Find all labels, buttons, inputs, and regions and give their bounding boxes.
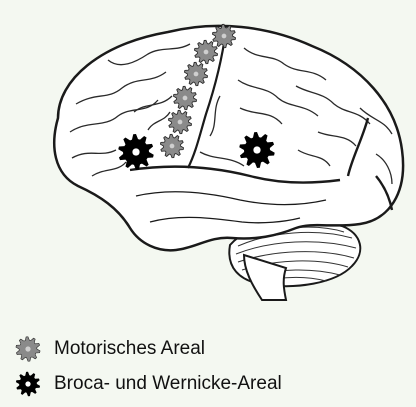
legend-label-language: Broca- und Wernicke-Areal bbox=[54, 373, 282, 395]
legend-label-motor: Motorisches Areal bbox=[54, 338, 205, 360]
legend-item-language: Broca- und Wernicke-Areal bbox=[14, 369, 282, 399]
cerebrum-outline bbox=[54, 26, 403, 250]
legend-item-motor: Motorisches Areal bbox=[14, 334, 205, 364]
gray-gear-icon bbox=[14, 335, 42, 363]
black-gear-icon bbox=[14, 370, 42, 398]
